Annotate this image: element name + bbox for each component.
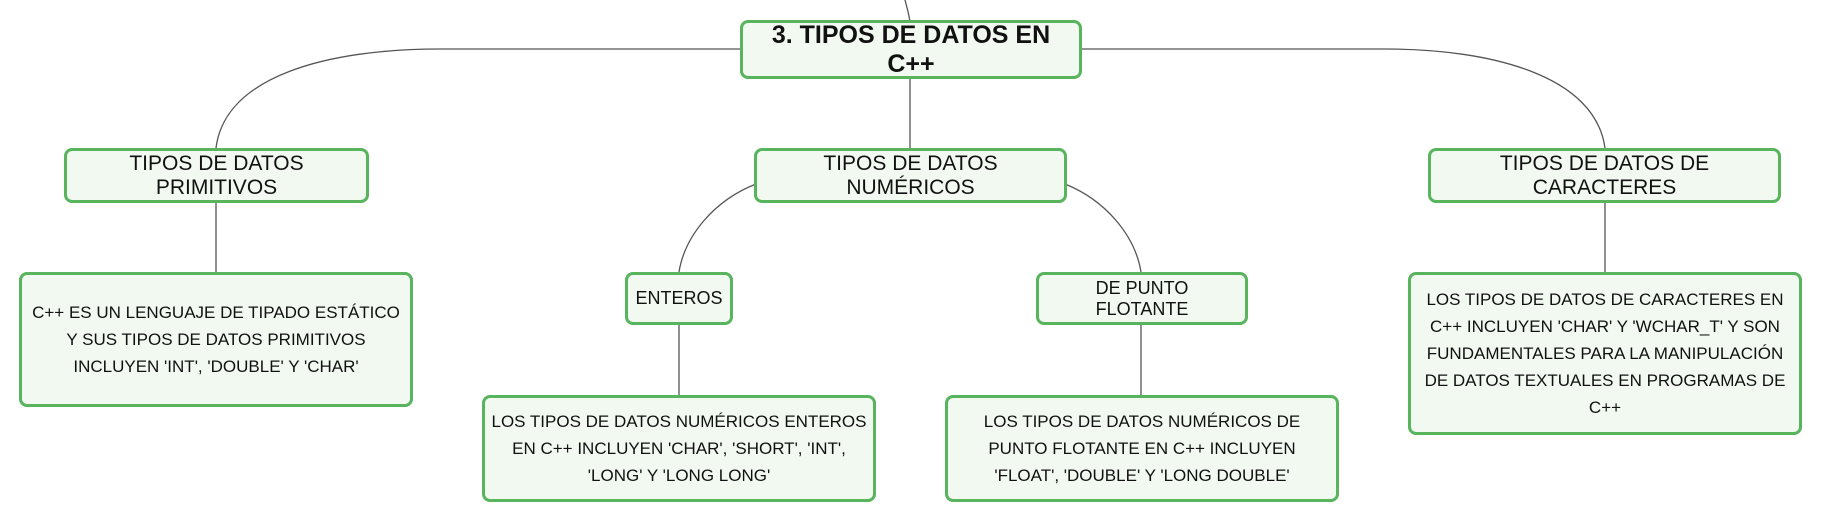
node-enteros-detail[interactable]: LOS TIPOS DE DATOS NUMÉRICOS ENTEROS EN … xyxy=(482,395,876,502)
node-tipos-caracteres-label: TIPOS DE DATOS DE CARACTERES xyxy=(1499,151,1710,199)
node-enteros-label: ENTEROS xyxy=(635,288,723,308)
node-caracteres-detail[interactable]: LOS TIPOS DE DATOS DE CARACTERES EN C++ … xyxy=(1408,272,1802,435)
connector-root-primitivos xyxy=(215,48,742,149)
node-primitivos-detail-text: C++ ES UN LENGUAJE DE TIPADO ESTÁTICO Y … xyxy=(32,303,400,376)
root-node-label: 3. TIPOS DE DATOS EN C++ xyxy=(771,20,1051,78)
node-tipos-numericos-label: TIPOS DE DATOS NUMÉRICOS xyxy=(823,151,998,199)
node-flotante-detail-text: LOS TIPOS DE DATOS NUMÉRICOS DE PUNTO FL… xyxy=(983,412,1301,485)
node-enteros[interactable]: ENTEROS xyxy=(625,272,733,325)
node-enteros-detail-text: LOS TIPOS DE DATOS NUMÉRICOS ENTEROS EN … xyxy=(491,412,867,485)
node-tipos-numericos[interactable]: TIPOS DE DATOS NUMÉRICOS xyxy=(754,148,1067,203)
node-caracteres-detail-text: LOS TIPOS DE DATOS DE CARACTERES EN C++ … xyxy=(1424,290,1786,417)
node-tipos-primitivos-label: TIPOS DE DATOS PRIMITIVOS xyxy=(129,151,304,199)
root-node[interactable]: 3. TIPOS DE DATOS EN C++ xyxy=(740,20,1082,79)
node-flotante-detail[interactable]: LOS TIPOS DE DATOS NUMÉRICOS DE PUNTO FL… xyxy=(945,395,1339,502)
connector-parent xyxy=(904,0,911,23)
node-punto-flotante-label: DE PUNTO FLOTANTE xyxy=(1095,277,1189,319)
connector-numericos-enteros xyxy=(678,183,757,273)
connector-numericos-flotante xyxy=(1064,183,1142,273)
node-tipos-primitivos[interactable]: TIPOS DE DATOS PRIMITIVOS xyxy=(64,148,369,203)
node-tipos-caracteres[interactable]: TIPOS DE DATOS DE CARACTERES xyxy=(1428,148,1781,203)
node-primitivos-detail[interactable]: C++ ES UN LENGUAJE DE TIPADO ESTÁTICO Y … xyxy=(19,272,413,407)
connector-root-caracteres xyxy=(1080,48,1606,149)
node-punto-flotante[interactable]: DE PUNTO FLOTANTE xyxy=(1036,272,1248,325)
